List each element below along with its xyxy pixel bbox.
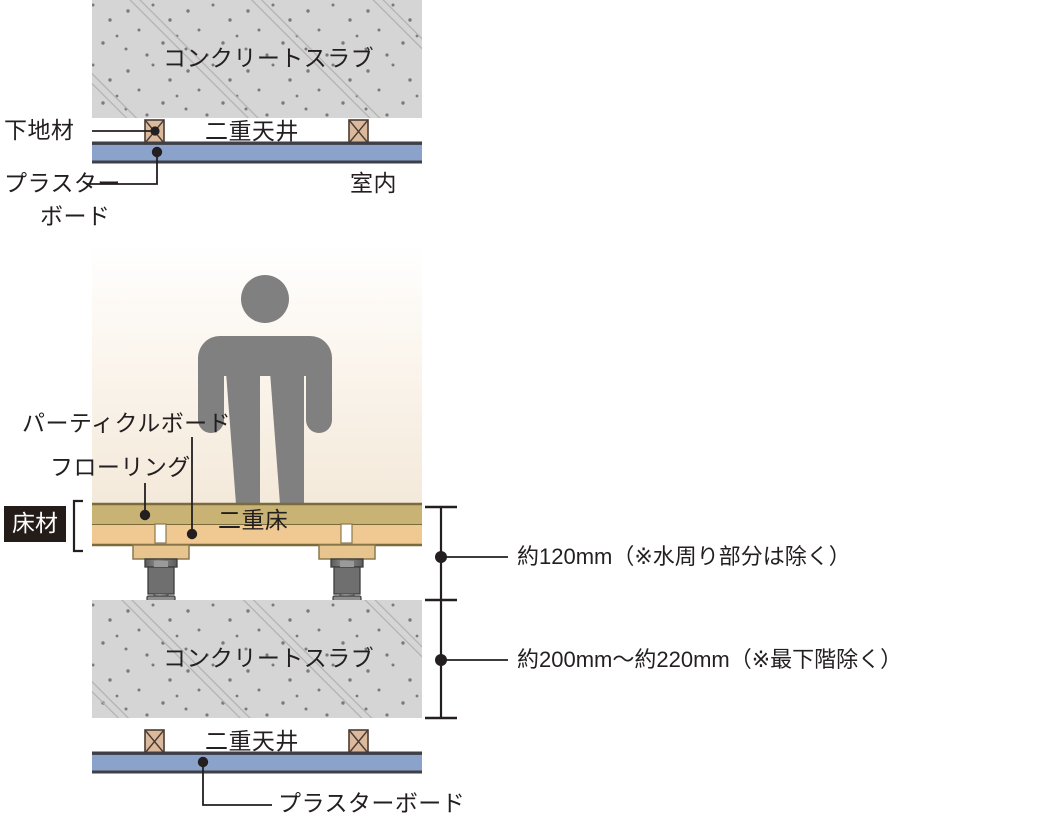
dimension-floor-void-label: 約120mm（※水周り部分は除く） <box>517 544 851 569</box>
plasterboard-leader-upper <box>86 146 163 185</box>
upper-concrete-slab <box>92 0 422 118</box>
interior-room-label: 室内 <box>350 170 397 196</box>
dimension-slab-thickness-label: 約200mm～約220mm（※最下階除く） <box>517 647 903 672</box>
flooring-leader <box>139 483 151 521</box>
upper-slab-label: コンクリートスラブ <box>163 45 375 71</box>
lower-concrete-slab <box>92 600 422 718</box>
particle-board-leader <box>186 437 198 540</box>
upper-plasterboard-label-line2: ボード <box>40 203 111 229</box>
double-floor-label: 二重床 <box>218 507 289 533</box>
furring-material-label: 下地材 <box>4 117 75 143</box>
plasterboard-band <box>92 751 422 774</box>
flooring-label: フローリング <box>50 454 191 480</box>
lower-double-ceiling-label: 二重天井 <box>205 728 299 754</box>
plasterboard-band <box>92 141 422 164</box>
dimension-stack <box>425 505 508 720</box>
furring-block <box>348 729 369 754</box>
lower-plasterboard-label: プラスターボード <box>278 790 466 816</box>
furring-block <box>144 729 165 754</box>
floor-material-bracket <box>72 499 83 553</box>
upper-double-ceiling-label: 二重天井 <box>205 118 299 144</box>
floor-material-chip: 床材 <box>4 506 66 542</box>
plasterboard-leader-lower <box>197 756 272 806</box>
furring-block <box>348 119 369 144</box>
particle-board-label: パーティクルボード <box>22 410 232 436</box>
lower-slab-label: コンクリートスラブ <box>163 645 375 671</box>
person-pictogram <box>198 275 332 516</box>
lower-ceiling-assembly <box>92 729 422 774</box>
upper-plasterboard-label-line1: プラスター <box>4 170 121 196</box>
upper-ceiling-assembly <box>92 119 422 164</box>
furring-leader <box>92 126 160 136</box>
